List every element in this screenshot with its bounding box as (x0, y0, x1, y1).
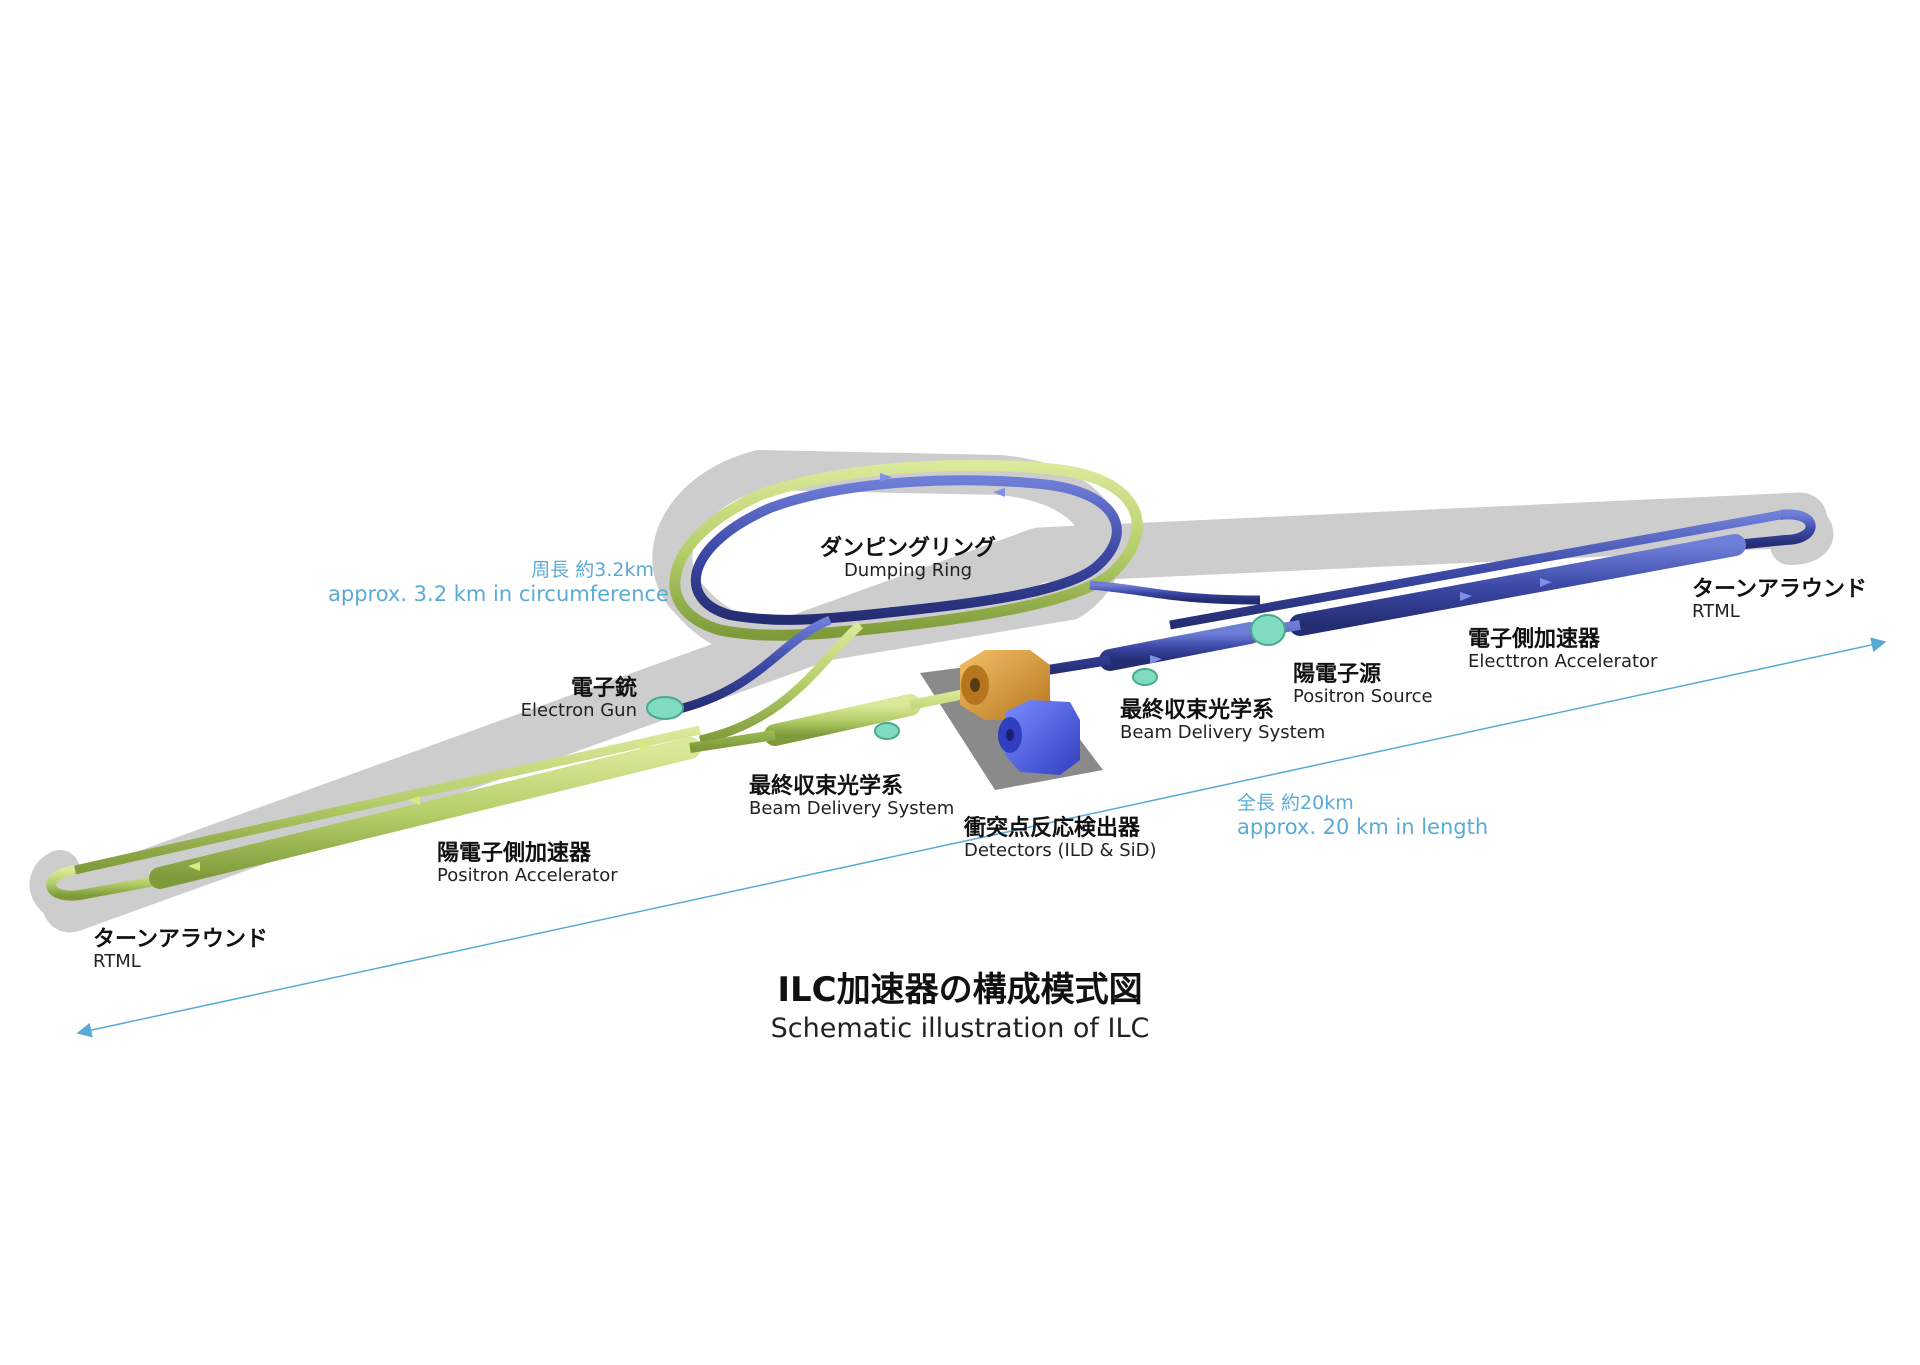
ring-extraction-right (1089, 580, 1261, 605)
electron-gun-en: Electron Gun (520, 700, 637, 722)
bds-right-jp: 最終収束光学系 (1120, 698, 1275, 723)
electron-accelerator-en: Electtron Accelerator (1468, 651, 1658, 673)
title-en: Schematic illustration of ILC (770, 1013, 1150, 1044)
electron-linac-return (1169, 510, 1781, 630)
total-length-label: 全長 約20km approx. 20 km in length (1237, 792, 1489, 839)
positron-source-module (1250, 614, 1286, 646)
electron-gun-label: 電子銃 Electron Gun (520, 676, 637, 722)
positron-source-label: 陽電子源 Positron Source (1293, 662, 1433, 708)
turnaround-left-en: RTML (93, 951, 141, 973)
total-length-jp: 全長 約20km (1237, 792, 1354, 814)
ring-circumference-en: approx. 3.2 km in circumference (328, 581, 669, 606)
bds-left-label: 最終収束光学系 Beam Delivery System (749, 774, 954, 820)
turnaround-right-label: ターンアラウンド RTML (1692, 577, 1867, 623)
positron-source-en: Positron Source (1293, 686, 1433, 708)
electron-accelerator-jp: 電子側加速器 (1468, 627, 1601, 652)
turnaround-left-label: ターンアラウンド RTML (93, 927, 268, 973)
electron-accelerator-label: 電子側加速器 Electtron Accelerator (1468, 627, 1657, 673)
bds-left-en: Beam Delivery System (749, 798, 955, 820)
positron-source-jp: 陽電子源 (1293, 662, 1382, 687)
electron-gun-module (646, 696, 684, 720)
electron-turnaround-loop (1734, 509, 1816, 550)
bds-right-label: 最終収束光学系 Beam Delivery System (1120, 698, 1325, 744)
turnaround-right-jp: ターンアラウンド (1692, 577, 1867, 602)
damping-ring-jp: ダンピングリング (820, 536, 997, 561)
total-length-arrow (76, 637, 1887, 1038)
bds-right-en: Beam Delivery System (1120, 722, 1326, 744)
positron-accelerator-label: 陽電子側加速器 Positron Accelerator (437, 841, 618, 887)
bds-left-jp: 最終収束光学系 (749, 774, 904, 799)
bds-module-right (1132, 668, 1158, 686)
ring-circumference-label: 周長 約3.2km approx. 3.2 km in circumferenc… (328, 559, 669, 606)
detectors-en: Detectors (ILD & SiD) (964, 840, 1157, 862)
positron-accelerator-jp: 陽電子側加速器 (437, 841, 592, 866)
turnaround-left-jp: ターンアラウンド (93, 927, 268, 952)
damping-ring-label: ダンピングリング Dumping Ring (820, 536, 996, 582)
bds-module-left (874, 722, 900, 740)
electron-linac-main (1289, 534, 1746, 636)
positron-accelerator-en: Positron Accelerator (437, 865, 618, 887)
figure-title: ILC加速器の構成模式図 Schematic illustration of I… (0, 962, 1920, 1044)
damping-ring-electron (690, 475, 1122, 625)
electron-linac-segment (1099, 622, 1261, 671)
title-jp: ILC加速器の構成模式図 (777, 970, 1143, 1010)
damping-ring-en: Dumping Ring (843, 560, 973, 582)
ring-circumference-jp: 周長 約3.2km (531, 559, 654, 581)
electron-gun-jp: 電子銃 (570, 676, 637, 701)
detectors-jp: 衝突点反応検出器 (964, 816, 1141, 841)
detectors-label: 衝突点反応検出器 Detectors (ILD & SiD) (964, 816, 1157, 862)
total-length-en: approx. 20 km in length (1237, 814, 1489, 839)
turnaround-right-en: RTML (1692, 601, 1740, 623)
